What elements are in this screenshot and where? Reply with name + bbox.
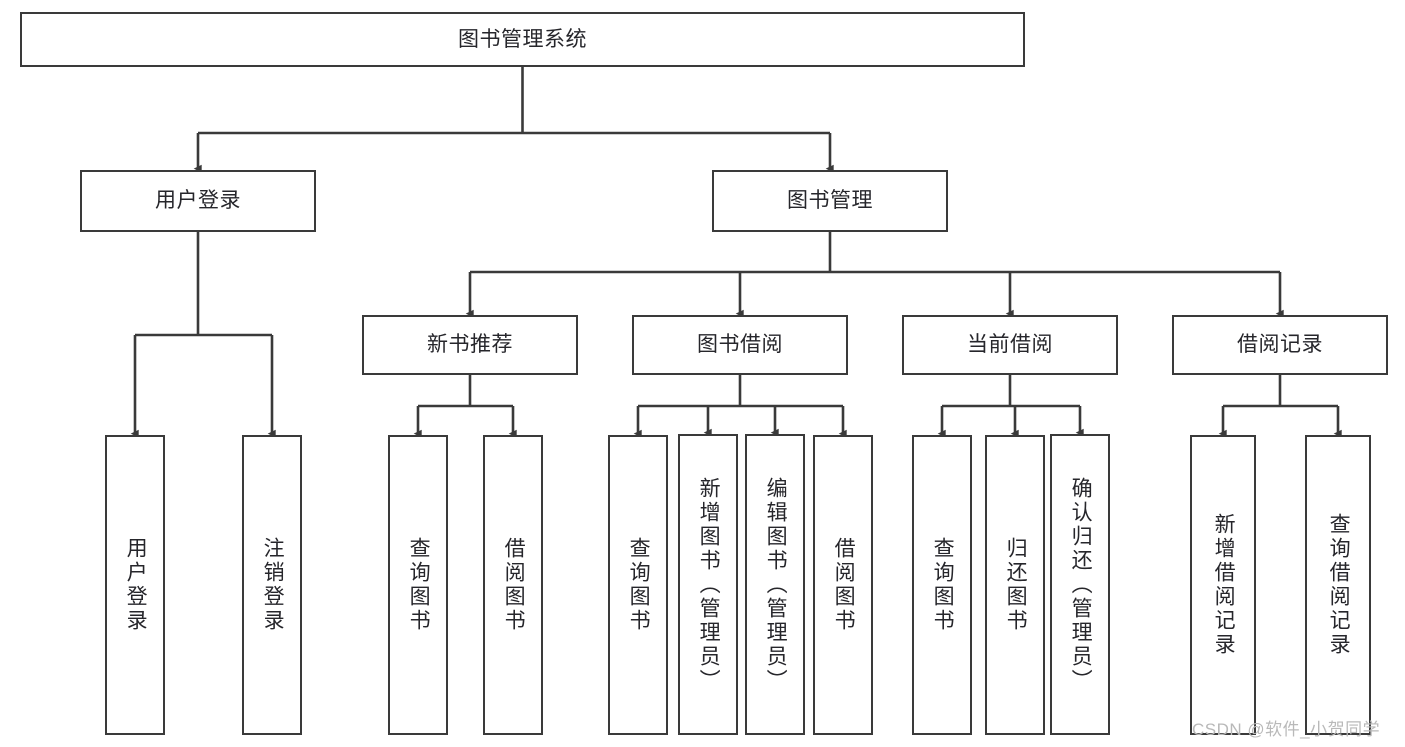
node-label-root: 图书管理系统	[458, 27, 587, 51]
node-label-leaf-user-login: 用户登录	[124, 537, 148, 633]
node-leaf-query-book-3[interactable]: 查询图书	[912, 435, 972, 735]
node-label-user-login: 用户登录	[155, 189, 241, 213]
node-leaf-add-book[interactable]: 新增图书（管理员）	[678, 434, 738, 735]
node-user-login[interactable]: 用户登录	[80, 170, 316, 232]
node-borrow-record[interactable]: 借阅记录	[1172, 315, 1388, 375]
node-leaf-borrow-book-2[interactable]: 借阅图书	[813, 435, 873, 735]
node-book-borrow[interactable]: 图书借阅	[632, 315, 848, 375]
node-leaf-query-book-2[interactable]: 查询图书	[608, 435, 668, 735]
node-root[interactable]: 图书管理系统	[20, 12, 1025, 67]
node-label-new-book-rec: 新书推荐	[427, 333, 513, 357]
node-label-leaf-return-book: 归还图书	[1004, 537, 1028, 633]
node-label-book-borrow: 图书借阅	[697, 333, 783, 357]
watermark-label: CSDN @软件_小贺同学	[1192, 720, 1381, 739]
node-label-leaf-borrow-book-2: 借阅图书	[832, 537, 856, 633]
node-book-manage[interactable]: 图书管理	[712, 170, 948, 232]
node-label-current-borrow: 当前借阅	[967, 333, 1053, 357]
node-label-leaf-borrow-book-1: 借阅图书	[502, 537, 526, 633]
node-label-leaf-confirm-return: 确认归还（管理员）	[1069, 476, 1093, 693]
node-current-borrow[interactable]: 当前借阅	[902, 315, 1118, 375]
node-label-leaf-query-book-3: 查询图书	[931, 537, 955, 633]
node-label-leaf-edit-book: 编辑图书（管理员）	[764, 476, 788, 693]
node-label-leaf-query-book-2: 查询图书	[627, 537, 651, 633]
node-leaf-borrow-book-1[interactable]: 借阅图书	[483, 435, 543, 735]
node-label-leaf-add-book: 新增图书（管理员）	[697, 476, 721, 693]
node-label-book-manage: 图书管理	[787, 189, 873, 213]
node-label-leaf-query-record: 查询借阅记录	[1327, 513, 1351, 657]
node-leaf-add-record[interactable]: 新增借阅记录	[1190, 435, 1256, 735]
node-label-borrow-record: 借阅记录	[1237, 333, 1323, 357]
node-label-leaf-add-record: 新增借阅记录	[1212, 513, 1236, 657]
node-label-leaf-query-book-1: 查询图书	[407, 537, 431, 633]
node-leaf-return-book[interactable]: 归还图书	[985, 435, 1045, 735]
node-leaf-query-book-1[interactable]: 查询图书	[388, 435, 448, 735]
node-leaf-confirm-return[interactable]: 确认归还（管理员）	[1050, 434, 1110, 735]
node-leaf-user-logout[interactable]: 注销登录	[242, 435, 302, 735]
node-leaf-edit-book[interactable]: 编辑图书（管理员）	[745, 434, 805, 735]
node-leaf-query-record[interactable]: 查询借阅记录	[1305, 435, 1371, 735]
node-label-leaf-user-logout: 注销登录	[261, 537, 285, 633]
node-leaf-user-login[interactable]: 用户登录	[105, 435, 165, 735]
node-new-book-rec[interactable]: 新书推荐	[362, 315, 578, 375]
